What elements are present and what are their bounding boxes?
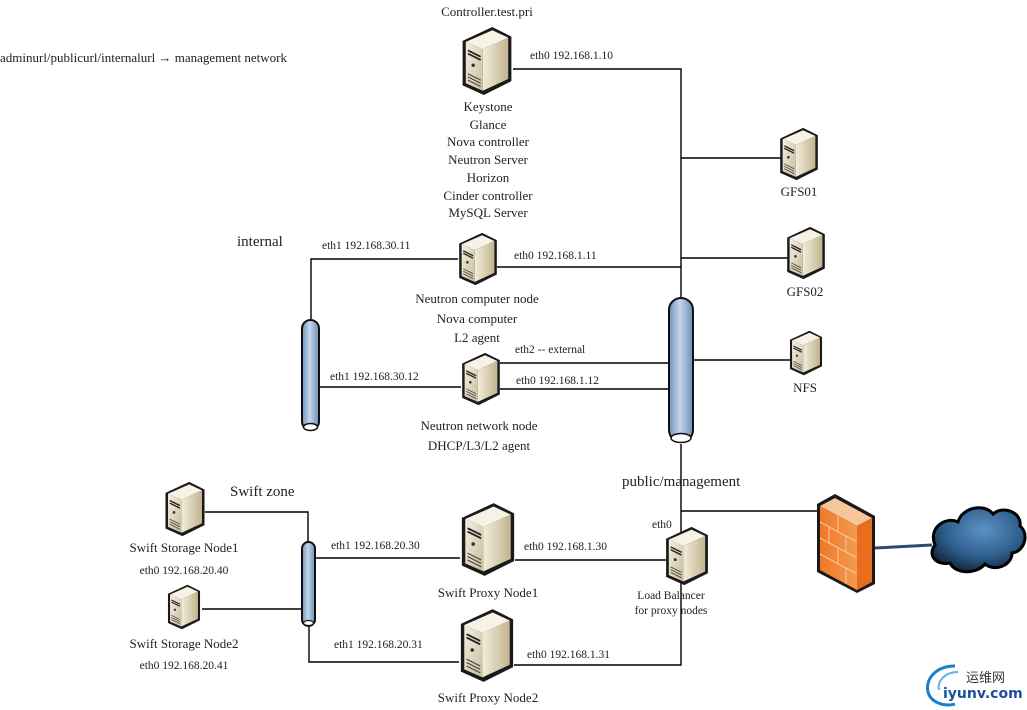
load-balancer-eth0-label: eth0 (652, 519, 672, 531)
server-icon-gfs01 (779, 127, 819, 181)
link-proxy2-eth1 (308, 622, 459, 663)
service-item: Glance (469, 116, 507, 132)
link-controller-eth0 (513, 68, 682, 298)
bus-public-management (668, 297, 694, 444)
role-item: Neutron computer node (415, 291, 539, 306)
swift-storage-node1-name: Swift Storage Node1 (129, 540, 239, 555)
server-icon-proxy2 (459, 608, 515, 683)
bus-swift-zone (301, 541, 316, 627)
compute-node-roles: Neutron computer node Nova computer L2 a… (415, 289, 538, 348)
server-icon-nfs (789, 330, 823, 376)
service-item: Horizon (466, 169, 510, 185)
firewall-icon (817, 494, 875, 593)
network-node-roles: Neutron network node DHCP/L3/L2 agent (421, 416, 538, 455)
link-cloud (874, 543, 933, 550)
link-compute-eth1 (310, 258, 458, 322)
network-eth2-label: eth2 -- external (515, 344, 586, 356)
role-item: Neutron network node (420, 418, 538, 433)
controller-hostname: Controller.test.pri (441, 4, 533, 19)
swift-zone-label: Swift zone (230, 484, 295, 500)
network-eth1-label: eth1 192.168.30.12 (330, 371, 419, 383)
links (202, 68, 817, 666)
swift-proxy-node1-name: Swift Proxy Node1 (437, 585, 539, 600)
server-icon-storage1 (164, 481, 206, 537)
server-icon-proxy1 (460, 502, 516, 577)
role-item: DHCP/L3/L2 agent (427, 437, 531, 453)
link-storage1 (205, 511, 309, 545)
proxy2-eth1-label: eth1 192.168.20.31 (334, 639, 423, 651)
link-lb-proxy2 (514, 582, 682, 666)
watermark-en: iyunv.com (943, 686, 1023, 702)
internal-network-label: internal (237, 234, 283, 250)
gfs02-label: GFS02 (786, 284, 824, 299)
load-balancer-label: Load Balancer for proxy nodes (635, 589, 708, 619)
role-item: Nova computer (436, 310, 518, 326)
compute-eth0-label: eth0 192.168.1.11 (514, 250, 597, 262)
server-icon-load-balancer (665, 526, 709, 586)
proxy1-eth0-label: eth0 192.168.1.30 (524, 541, 608, 553)
network-eth0-label: eth0 192.168.1.12 (516, 375, 600, 387)
nfs-label: NFS (793, 380, 817, 395)
lb-label-line: Load Balancer (637, 590, 705, 602)
server-icon-compute (458, 232, 498, 286)
swift-storage-node2-eth0: eth0 192.168.20.41 (139, 660, 229, 672)
swift-storage-node2-name: Swift Storage Node2 (129, 636, 239, 651)
server-icon-storage2 (167, 584, 201, 630)
service-item: Keystone (463, 99, 513, 114)
server-icon-gfs02 (786, 226, 826, 280)
swift-storage-node1-eth0: eth0 192.168.20.40 (139, 565, 229, 577)
watermark-logo-icon (925, 664, 959, 707)
server-icon-network (461, 352, 501, 406)
service-item: Neutron Server (448, 152, 528, 168)
gfs01-label: GFS01 (780, 184, 818, 199)
public-management-network-label: public/management (622, 474, 741, 490)
watermark-cn: 运维网 (966, 671, 1006, 686)
server-icon-controller (461, 26, 513, 96)
role-item: L2 agent (454, 330, 500, 345)
proxy1-eth1-label: eth1 192.168.20.30 (331, 540, 420, 552)
service-item: MySQL Server (448, 205, 528, 221)
internet-cloud-icon (930, 506, 1027, 574)
proxy2-eth0-label: eth0 192.168.1.31 (527, 649, 611, 661)
controller-services: Keystone Glance Nova controller Neutron … (443, 98, 532, 222)
endpoint-note: adminurl/publicurl/internalurl → managem… (0, 50, 288, 65)
service-item: Nova controller (447, 134, 529, 150)
service-item: Cinder controller (443, 187, 533, 203)
controller-eth0-label: eth0 192.168.1.10 (530, 50, 614, 62)
lb-label-line: for proxy nodes (634, 605, 708, 617)
bus-internal (301, 319, 320, 432)
swift-proxy-node2-name: Swift Proxy Node2 (437, 690, 539, 705)
compute-eth1-label: eth1 192.168.30.11 (322, 240, 411, 252)
